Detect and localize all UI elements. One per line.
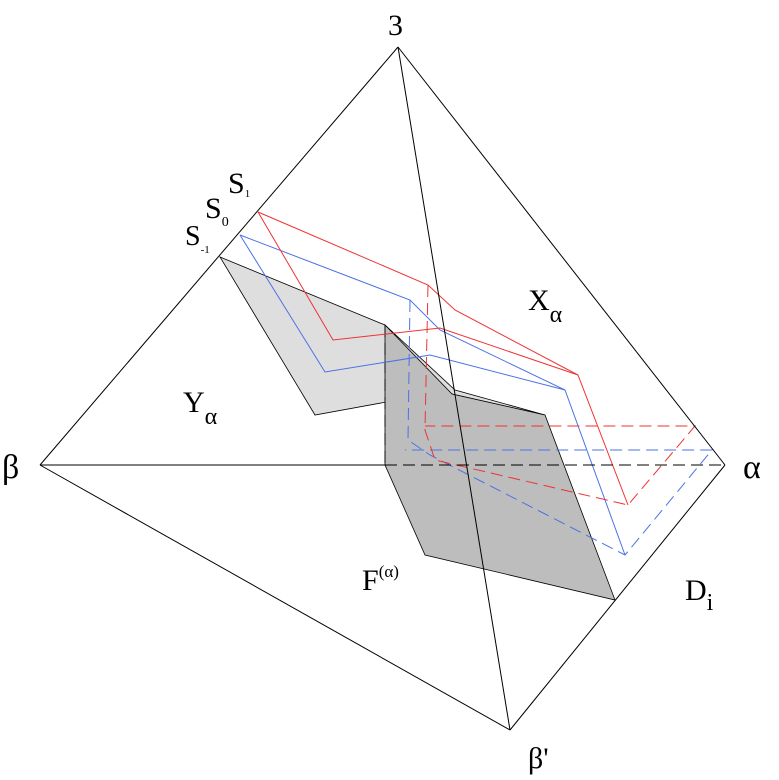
edge-top-bottom	[397, 46, 511, 731]
edge-left-bottom	[39, 464, 511, 731]
gray-shaded-lower-face	[384, 324, 616, 601]
region-label-y-alpha: Yα	[183, 386, 218, 430]
region-label-d-i: Di	[685, 574, 714, 616]
region-label-f-alpha: F(α)	[362, 562, 399, 597]
surface-label-s0: S0	[205, 192, 229, 230]
edge-top-left	[39, 46, 399, 466]
red-surface-dashed-back	[424, 284, 697, 506]
blue-surface-upper-front	[239, 234, 626, 556]
vertex-label-right: α	[743, 449, 761, 486]
red-surface-upper-front	[257, 211, 629, 506]
surface-label-s-1: S-1	[185, 221, 210, 256]
blue-surface-lower-front	[239, 234, 566, 391]
vertex-label-left: β	[2, 449, 19, 486]
surface-label-s1: S1	[228, 167, 250, 200]
edge-top-right	[397, 46, 726, 466]
red-surface-lower-front	[257, 211, 579, 376]
vertex-label-top: 3	[388, 9, 403, 42]
edge-right-bottom	[509, 464, 726, 731]
vertex-label-bottom: β'	[528, 742, 549, 775]
region-label-x-alpha: Xα	[528, 284, 563, 328]
blue-surface-dashed-back	[405, 299, 714, 556]
